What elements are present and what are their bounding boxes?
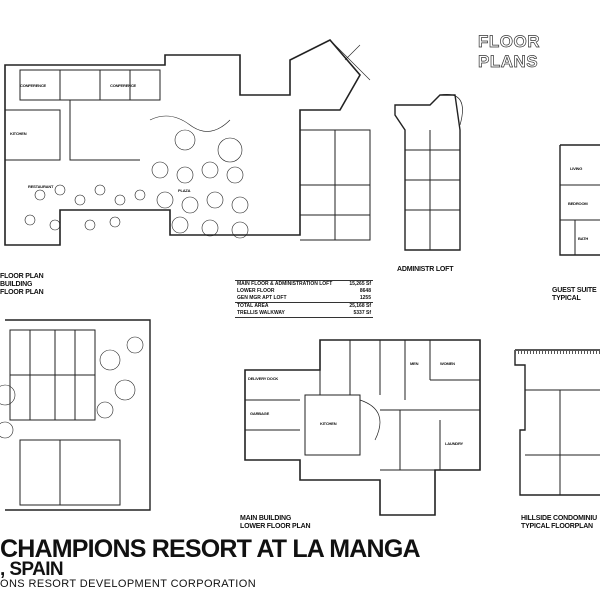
room-label: KITCHEN (320, 421, 337, 426)
area-value: 5337 Sf (353, 310, 371, 316)
table-row: LOWER FLOOR 8648 (235, 288, 373, 295)
lower-floor-plan (244, 339, 481, 516)
hillside-label-line: TYPICAL FLOORPLAN (521, 523, 593, 530)
hillside-condo-plan (514, 349, 600, 496)
guest-suite-plan (559, 144, 600, 256)
project-location: , SPAIN (0, 559, 64, 580)
hillside-label-line: HILLSIDE CONDOMINIU (521, 515, 597, 522)
area-label: TOTAL AREA (235, 302, 345, 310)
main-floor-plan-label: FLOOR PLAN BUILDING FLOOR PLAN (0, 273, 44, 296)
area-label: GEN MGR APT LOFT (237, 295, 287, 301)
area-label: LOWER FLOOR (237, 288, 275, 294)
table-row: GEN MGR APT LOFT 1255 (235, 295, 373, 303)
guest-suite-label-line: GUEST SUITE (552, 287, 597, 294)
room-label: KITCHEN (10, 131, 27, 136)
area-label: TRELLIS WALKWAY (237, 310, 285, 316)
main-floor-plan (4, 39, 371, 246)
area-value: 15,265 Sf (349, 281, 371, 287)
area-value: 1255 (359, 295, 371, 301)
lower-floor-label: MAIN BUILDING LOWER FLOOR PLAN (240, 515, 310, 531)
hillside-condo-label: HILLSIDE CONDOMINIU TYPICAL FLOORPLAN (521, 515, 597, 531)
area-value: 25,168 Sf (344, 302, 373, 310)
guest-suite-label: GUEST SUITE TYPICAL (552, 287, 597, 303)
floor-plans-title: FLOOR PLANS (478, 32, 540, 72)
room-label: CONFERENCE (110, 83, 137, 88)
table-row: MAIN FLOOR & ADMINISTRATION LOFT 15,265 S… (235, 281, 373, 289)
room-label: MEN (410, 361, 419, 366)
room-label: LIVING (570, 166, 583, 171)
project-company: ONS RESORT DEVELOPMENT CORPORATION (0, 578, 257, 590)
room-label: WOMEN (440, 361, 455, 366)
room-label: GARBAGE (250, 411, 270, 416)
guest-suite-label-line: TYPICAL (552, 295, 581, 302)
room-label: BEDROOM (568, 201, 588, 206)
area-value: 8648 (359, 288, 371, 294)
area-label: MAIN FLOOR & ADMINISTRATION LOFT (237, 281, 333, 287)
spa-building-plan (0, 319, 151, 511)
project-title: CHAMPIONS RESORT AT LA MANGA (0, 535, 421, 563)
lower-floor-label-line: MAIN BUILDING (240, 515, 292, 522)
room-label: PLAZA (178, 188, 191, 193)
room-label: LAUNDRY (445, 441, 464, 446)
area-summary-table: MAIN FLOOR & ADMINISTRATION LOFT 15,265 S… (235, 280, 373, 318)
admin-loft-plan (394, 94, 463, 251)
admin-loft-label: ADMINISTR LOFT (397, 266, 454, 273)
room-label: DELIVERY DOCK (248, 376, 279, 381)
room-label: BATH (578, 236, 589, 241)
lower-floor-label-line: LOWER FLOOR PLAN (240, 523, 311, 530)
room-label: CONFERENCE (20, 83, 47, 88)
table-row: TRELLIS WALKWAY 5337 Sf (235, 310, 373, 318)
room-label: RESTAURANT (28, 184, 54, 189)
